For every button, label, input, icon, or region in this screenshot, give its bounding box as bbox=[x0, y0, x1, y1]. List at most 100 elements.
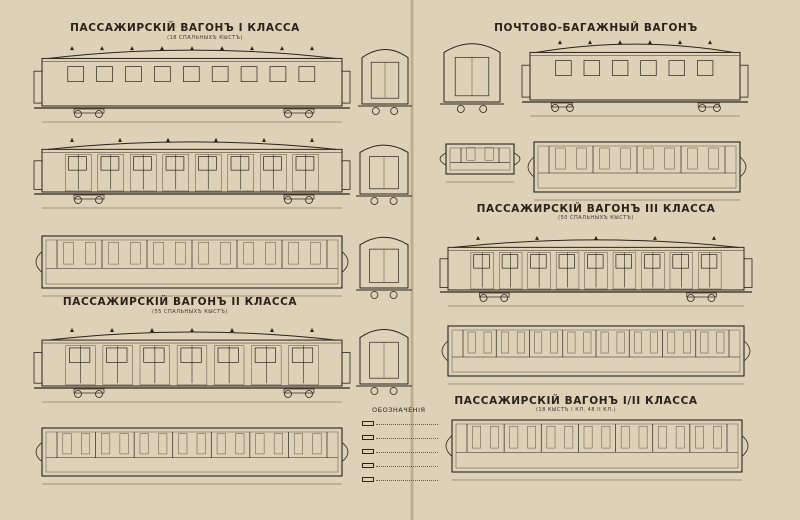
seat bbox=[63, 241, 74, 265]
seat bbox=[265, 241, 276, 265]
roof-vent bbox=[250, 46, 254, 51]
window bbox=[69, 347, 91, 363]
seat bbox=[490, 425, 499, 449]
window bbox=[211, 66, 229, 82]
wheel bbox=[95, 110, 103, 118]
seat bbox=[472, 425, 481, 449]
seat bbox=[534, 331, 543, 354]
wheel bbox=[686, 294, 695, 302]
bogie bbox=[283, 108, 315, 114]
plan-inner bbox=[45, 431, 339, 473]
window bbox=[125, 66, 142, 82]
window bbox=[68, 156, 87, 171]
seat bbox=[643, 147, 654, 170]
window bbox=[644, 254, 661, 269]
window bbox=[615, 254, 632, 269]
wheel bbox=[389, 387, 398, 395]
bogie bbox=[283, 194, 315, 200]
window bbox=[143, 347, 165, 363]
title-class2: ПАССАЖИРСКІЙ ВАГОНЪ II КЛАССА bbox=[62, 296, 298, 308]
window bbox=[263, 156, 282, 171]
wheel bbox=[305, 196, 313, 204]
subtitle-class12: (18 КЫСТЪ I КЛ. 48 II КЛ.) bbox=[535, 407, 617, 413]
class1-elevation bbox=[33, 46, 351, 123]
wheel bbox=[456, 105, 465, 113]
seat bbox=[633, 331, 642, 354]
seat bbox=[675, 425, 685, 449]
seat bbox=[583, 425, 593, 449]
window bbox=[96, 66, 113, 82]
window bbox=[240, 66, 258, 82]
legend-text bbox=[376, 475, 438, 481]
end-platform bbox=[341, 351, 351, 384]
seat bbox=[649, 331, 658, 354]
seat bbox=[130, 241, 141, 265]
window bbox=[291, 347, 314, 363]
seat bbox=[467, 331, 476, 354]
roof-vent bbox=[262, 137, 266, 142]
seat bbox=[108, 241, 119, 265]
legend-text bbox=[376, 433, 438, 439]
buffer bbox=[341, 442, 349, 462]
roof-vent bbox=[653, 235, 657, 240]
buffer bbox=[439, 152, 447, 166]
seat bbox=[667, 331, 676, 354]
legend-item bbox=[362, 418, 442, 426]
seat bbox=[466, 147, 476, 161]
seat bbox=[658, 425, 667, 449]
wheel bbox=[305, 110, 313, 118]
window bbox=[269, 66, 287, 82]
fill-dot-icon bbox=[362, 435, 374, 440]
wheel bbox=[370, 387, 379, 395]
title-class1: ПАССАЖИРСКІЙ ВАГОНЪ I КЛАССА bbox=[70, 22, 300, 34]
section-outline bbox=[443, 43, 501, 103]
wheel bbox=[74, 196, 82, 204]
seat bbox=[235, 433, 245, 455]
bogie bbox=[73, 388, 105, 394]
window bbox=[230, 156, 250, 171]
seat bbox=[81, 433, 91, 455]
seat bbox=[516, 331, 525, 354]
wheel bbox=[713, 104, 721, 112]
seat bbox=[243, 241, 254, 265]
seat bbox=[527, 425, 536, 449]
wheel bbox=[566, 104, 574, 112]
class1-section bbox=[33, 137, 351, 209]
wheel bbox=[371, 107, 380, 115]
wheel bbox=[284, 390, 292, 398]
seat bbox=[139, 433, 149, 455]
roof-vent bbox=[310, 328, 314, 333]
roof-vent bbox=[70, 137, 74, 142]
seat bbox=[255, 433, 265, 455]
legend-text bbox=[376, 447, 438, 453]
end-platform bbox=[341, 160, 351, 190]
roof-vent bbox=[594, 235, 598, 240]
legend-item bbox=[362, 460, 442, 468]
seat bbox=[273, 433, 283, 455]
window bbox=[133, 156, 152, 171]
legend-item bbox=[362, 432, 442, 440]
seat bbox=[664, 147, 675, 170]
roof-vent bbox=[70, 46, 74, 51]
roof-vent bbox=[118, 137, 122, 142]
seat bbox=[178, 433, 188, 455]
subtitle-class1: (18 СПАЛЬНЫХЪ КЫСТЪ) bbox=[167, 35, 243, 41]
roof-vent bbox=[280, 46, 284, 51]
roof-vent bbox=[230, 328, 234, 333]
roof-line bbox=[453, 239, 739, 248]
end-platform bbox=[33, 160, 43, 190]
window bbox=[583, 60, 600, 76]
buffer bbox=[341, 251, 349, 273]
roof-vent bbox=[588, 40, 592, 45]
seat bbox=[293, 433, 303, 455]
window bbox=[501, 254, 519, 269]
roof-vent bbox=[708, 40, 712, 45]
window bbox=[587, 254, 604, 269]
roof-vent bbox=[558, 40, 562, 45]
mail-plan bbox=[527, 141, 747, 201]
legend-text bbox=[376, 461, 438, 467]
end-platform bbox=[521, 64, 531, 98]
roof-vent bbox=[270, 328, 274, 333]
window bbox=[165, 156, 185, 171]
